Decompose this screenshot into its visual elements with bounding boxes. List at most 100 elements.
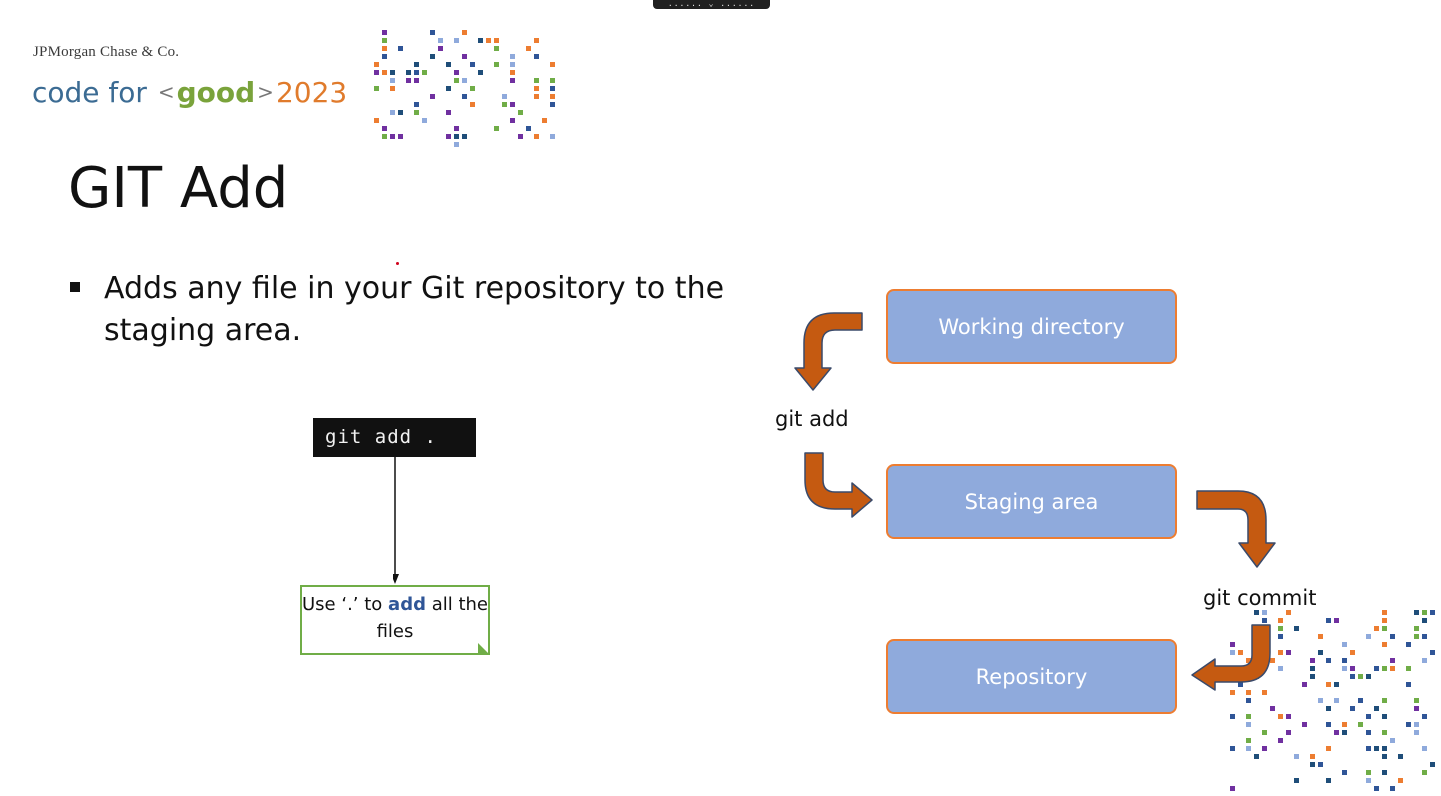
pixel-square	[1334, 698, 1339, 703]
pixel-square	[414, 110, 419, 115]
pixel-square	[534, 94, 539, 99]
pixel-square	[1350, 650, 1355, 655]
pixel-square	[1406, 666, 1411, 671]
pixel-square	[414, 102, 419, 107]
pixel-square	[382, 46, 387, 51]
pixel-square	[1398, 778, 1403, 783]
pixel-square	[1390, 738, 1395, 743]
pixel-square	[1286, 650, 1291, 655]
pixel-square	[414, 62, 419, 67]
pixel-square	[550, 86, 555, 91]
pixel-square	[1382, 666, 1387, 671]
pixel-square	[1230, 650, 1235, 655]
presentation-toolbar-handle[interactable]: ...... ⌄ ......	[653, 0, 770, 9]
pixel-square	[526, 126, 531, 131]
pixel-square	[1246, 698, 1251, 703]
pixel-square	[1342, 730, 1347, 735]
pixel-square	[470, 102, 475, 107]
pixel-square	[1422, 714, 1427, 719]
pixel-square	[526, 46, 531, 51]
pixel-square	[1294, 778, 1299, 783]
pixel-square	[374, 86, 379, 91]
staging-area-label: Staging area	[964, 489, 1099, 514]
pixel-square	[1382, 746, 1387, 751]
pixel-square	[1262, 746, 1267, 751]
pixel-square	[1278, 618, 1283, 623]
pixel-square	[1414, 610, 1419, 615]
curved-arrow-icon	[1196, 490, 1276, 568]
pixel-square	[1430, 650, 1435, 655]
pixel-square	[1262, 730, 1267, 735]
pixel-square	[1414, 730, 1419, 735]
pixel-square	[1302, 682, 1307, 687]
pixel-square	[1358, 722, 1363, 727]
pixel-square	[1230, 642, 1235, 647]
note-highlight: add	[388, 594, 426, 615]
pixel-square	[1350, 666, 1355, 671]
pixel-square	[1278, 714, 1283, 719]
pixel-square	[1422, 618, 1427, 623]
pixel-square	[446, 62, 451, 67]
pixel-square	[1246, 690, 1251, 695]
pixel-square	[462, 94, 467, 99]
staging-area-box: Staging area	[886, 464, 1177, 539]
pixel-square	[502, 102, 507, 107]
pixel-square	[1286, 730, 1291, 735]
pixel-square	[494, 46, 499, 51]
pixel-square	[446, 86, 451, 91]
pixel-square	[1366, 778, 1371, 783]
pixel-square	[1230, 746, 1235, 751]
command-snippet: git add .	[313, 418, 476, 457]
pixel-square	[374, 118, 379, 123]
pixel-square	[1398, 754, 1403, 759]
pixel-square	[414, 70, 419, 75]
pixel-square	[1374, 626, 1379, 631]
pixel-square	[510, 102, 515, 107]
pixel-square	[1350, 674, 1355, 679]
pixel-square	[406, 78, 411, 83]
pixel-square	[1254, 754, 1259, 759]
pixel-square	[1382, 714, 1387, 719]
pixel-square	[550, 102, 555, 107]
pixel-square	[430, 30, 435, 35]
pixel-square	[1326, 658, 1331, 663]
pixel-square	[1422, 770, 1427, 775]
pixel-square	[478, 38, 483, 43]
pixel-square	[1262, 618, 1267, 623]
bullet-text: Adds any file in your Git repository to …	[104, 271, 725, 348]
pixel-square	[390, 86, 395, 91]
pixel-square	[446, 110, 451, 115]
curved-arrow-icon	[804, 452, 873, 518]
pixel-square	[1430, 610, 1435, 615]
pixel-square	[398, 134, 403, 139]
event-logo-prefix: code for	[32, 76, 147, 109]
pixel-square	[1374, 786, 1379, 791]
pixel-square	[1294, 754, 1299, 759]
pixel-square	[1422, 610, 1427, 615]
pixel-square	[1302, 722, 1307, 727]
pixel-square	[1326, 778, 1331, 783]
pixel-square	[542, 118, 547, 123]
pixel-square	[374, 70, 379, 75]
pixel-square	[510, 78, 515, 83]
laser-pointer-dot	[396, 262, 399, 265]
pixel-square	[1414, 698, 1419, 703]
pixel-square	[1406, 722, 1411, 727]
pixel-square	[1342, 770, 1347, 775]
pixel-square	[398, 110, 403, 115]
pixel-square	[1246, 658, 1251, 663]
pixel-square	[422, 118, 427, 123]
pixel-square	[1318, 650, 1323, 655]
bullet-point: Adds any file in your Git repository to …	[70, 268, 790, 352]
pixel-square	[470, 86, 475, 91]
pixel-square	[382, 54, 387, 59]
pixel-square	[1318, 698, 1323, 703]
pixel-square	[454, 126, 459, 131]
pixel-square	[382, 38, 387, 43]
pixel-square	[406, 70, 411, 75]
callout-note: Use ‘.’ to add all the files	[300, 585, 490, 655]
event-logo-bracket-close: >	[257, 80, 274, 104]
pixel-square	[1230, 690, 1235, 695]
pixel-square	[1270, 706, 1275, 711]
